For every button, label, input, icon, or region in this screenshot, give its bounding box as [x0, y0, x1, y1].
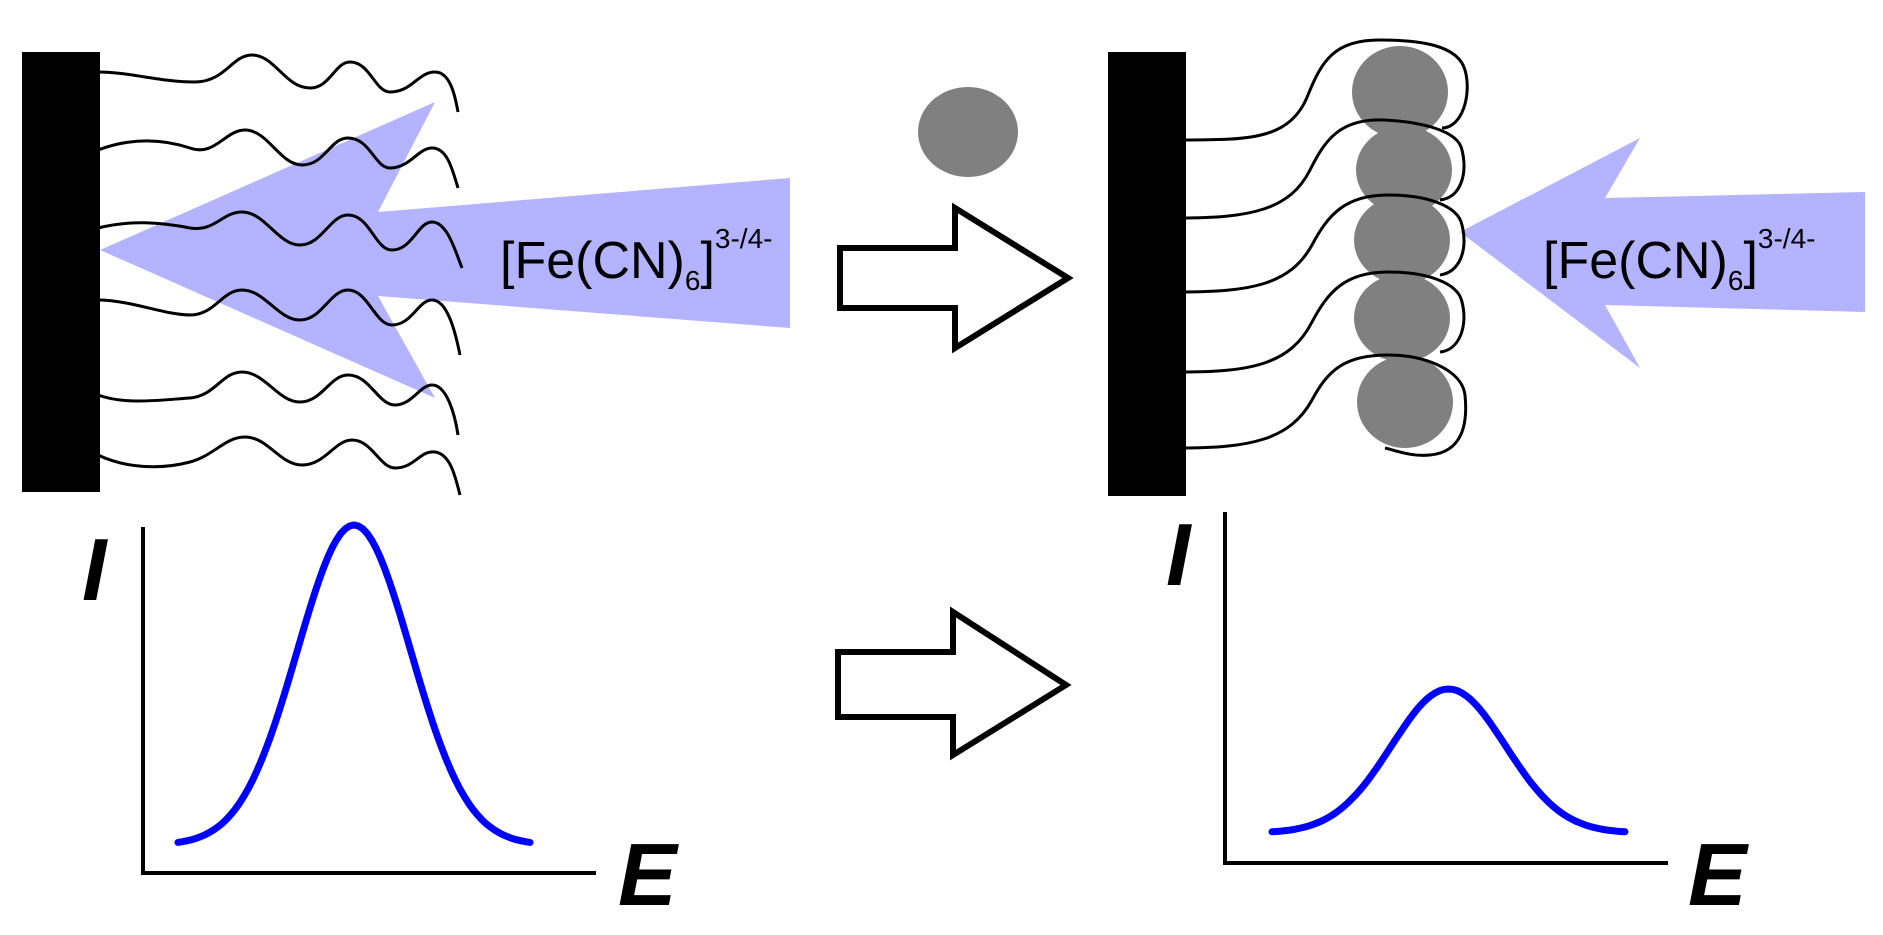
- right-probe-arrow-shape: [1460, 138, 1865, 368]
- left-probe-arrow: [100, 102, 790, 398]
- right-nanoparticles: [1352, 46, 1453, 448]
- left-chain-1: [97, 53, 460, 113]
- right-electrode: [1108, 52, 1186, 496]
- left-axes: [141, 527, 596, 875]
- left-voltammogram: I E: [82, 520, 679, 924]
- left-probe-label-sub: 6: [685, 265, 701, 296]
- right-chain-3: [1179, 193, 1466, 294]
- left-probe-label-close: ]: [700, 232, 714, 290]
- left-chain-6: [97, 435, 462, 496]
- right-chain-2: [1179, 118, 1466, 220]
- left-probe-label-charge: 3-/4-: [715, 223, 773, 254]
- free-nanoparticle: [918, 87, 1018, 177]
- right-probe-label-charge: 3-/4-: [1758, 223, 1816, 254]
- top-transition-arrow: [837, 202, 1074, 354]
- left-chain-4: [97, 288, 462, 356]
- left-x-axis-label: E: [618, 825, 679, 924]
- left-alkyl-chains: [97, 53, 464, 496]
- left-electrode-assembly: [Fe(CN)6]3-/4-: [22, 52, 790, 496]
- right-electrode-assembly: [Fe(CN)6]3-/4-: [1108, 38, 1865, 496]
- right-chain-4: [1179, 270, 1466, 374]
- bound-nanoparticle-2: [1356, 126, 1452, 214]
- right-voltammogram: I E: [1166, 505, 1749, 924]
- left-y-axis-label: I: [82, 520, 108, 619]
- right-chain-1: [1179, 38, 1469, 142]
- left-electrode: [22, 52, 100, 492]
- left-cv-peak-curve: [174, 521, 534, 846]
- left-probe-label-main: [Fe(CN): [500, 232, 685, 290]
- left-probe-arrow-shape: [100, 102, 790, 398]
- right-probe-label-main: [Fe(CN): [1543, 232, 1728, 290]
- right-y-axis-label: I: [1166, 505, 1192, 604]
- left-chain-2: [97, 128, 460, 189]
- bound-nanoparticle-4: [1354, 274, 1450, 362]
- right-alkyl-chains: [1179, 38, 1469, 457]
- right-axes: [1223, 512, 1668, 865]
- right-probe-label-close: ]: [1743, 232, 1757, 290]
- right-probe-label-sub: 6: [1728, 265, 1744, 296]
- left-chain-3: [97, 210, 464, 269]
- bound-nanoparticle-3: [1354, 196, 1450, 284]
- right-probe-label: [Fe(CN)6]3-/4-: [1543, 223, 1815, 296]
- bottom-transition-arrow: [835, 606, 1072, 761]
- right-cv-peak-curve: [1268, 685, 1629, 836]
- bound-nanoparticle-5: [1357, 356, 1453, 448]
- bound-nanoparticle-1: [1352, 46, 1448, 138]
- left-probe-label: [Fe(CN)6]3-/4-: [500, 223, 772, 296]
- right-chain-5: [1179, 353, 1468, 457]
- left-chain-5: [97, 370, 460, 436]
- right-x-axis-label: E: [1688, 825, 1749, 924]
